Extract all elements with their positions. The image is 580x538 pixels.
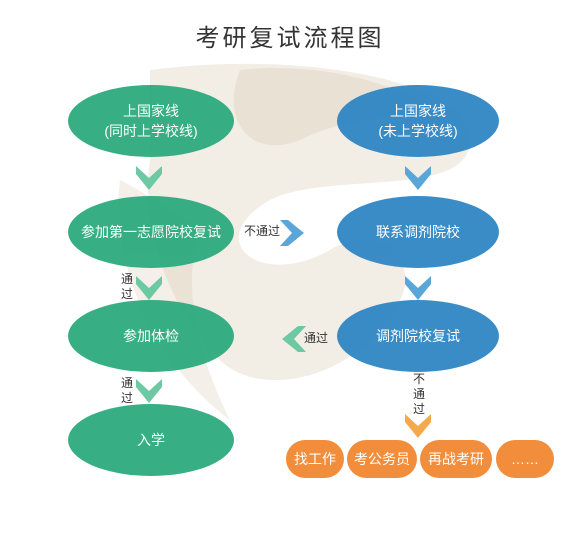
node-label: 参加第一志愿院校复试: [81, 224, 221, 240]
node-label: 联系调剂院校: [376, 224, 460, 240]
down-arrow-green-3: [136, 379, 162, 403]
node-first-choice-retest: 参加第一志愿院校复试: [68, 196, 234, 268]
option-civil-service: 考公务员: [347, 440, 417, 478]
page-title: 考研复试流程图: [195, 24, 385, 52]
down-arrow-green-1: [136, 166, 162, 190]
label-pass-2: 通过: [120, 376, 133, 405]
node-label: 调剂院校复试: [376, 328, 460, 344]
node-above-national-line-no-school-line: 上国家线 (未上学校线): [337, 85, 499, 157]
node-physical-exam: 参加体检: [68, 300, 234, 372]
option-retake-exam: 再战考研: [420, 440, 492, 478]
label-pass-cross: 通过: [304, 331, 329, 345]
right-arrow-blue: [280, 220, 304, 246]
node-label: 入学: [137, 432, 165, 448]
down-arrow-orange: [405, 414, 431, 438]
node-above-national-line-school-line: 上国家线 (同时上学校线): [68, 85, 234, 157]
node-line-2: (同时上学校线): [104, 123, 198, 139]
down-arrow-blue-1: [405, 166, 431, 190]
node-line-1: 上国家线: [390, 103, 446, 119]
option-more: ……: [496, 440, 554, 478]
label-not-pass-cross: 不通过: [244, 224, 281, 238]
node-enrollment: 入学: [68, 404, 234, 476]
node-label: 参加体检: [123, 328, 179, 344]
left-arrow-green: [282, 326, 306, 352]
down-arrow-blue-2: [405, 276, 431, 300]
node-contact-adjustment-school: 联系调剂院校: [337, 196, 499, 268]
node-line-2: (未上学校线): [378, 123, 458, 139]
node-adjustment-school-retest: 调剂院校复试: [337, 300, 499, 372]
label-pass-1: 通过: [120, 272, 133, 301]
label-not-pass-right: 不通过: [412, 372, 425, 416]
down-arrow-green-2: [136, 276, 162, 300]
option-find-job: 找工作: [286, 440, 344, 478]
node-line-1: 上国家线: [123, 103, 179, 119]
